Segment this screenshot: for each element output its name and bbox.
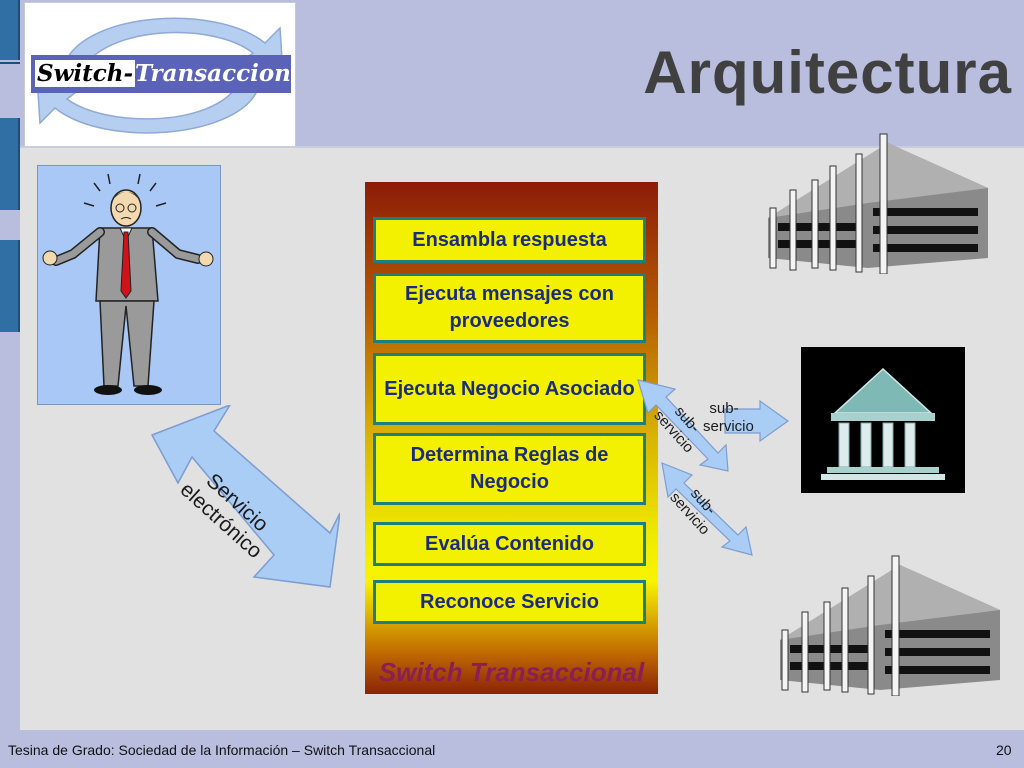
footer-text: Tesina de Grado: Sociedad de la Informac… [8, 742, 436, 758]
bank-icon [821, 367, 945, 480]
logo-text: Switch-Transaccional [31, 55, 295, 93]
logo: Switch-Transaccional [24, 2, 296, 148]
subservicio-arrows [637, 379, 790, 556]
office-building-icon-bottom [780, 555, 1000, 696]
logo-text-part2: Transaccional [135, 60, 295, 87]
logo-text-part1: Switch- [35, 60, 136, 87]
confused-person-icon [42, 173, 214, 395]
page-title: Arquitectura [643, 39, 1012, 106]
step-determina-reglas: Determina Reglas de Negocio [373, 433, 646, 505]
person-panel [37, 165, 221, 405]
office-building-icon [768, 133, 988, 274]
page-number: 20 [996, 742, 1012, 758]
subservicio-top-label: sub-servicio [703, 400, 754, 435]
step-evalua-contenido: Evalúa Contenido [373, 522, 646, 566]
switch-label: Switch Transaccional [378, 657, 645, 687]
step-ensambla-respuesta: Ensambla respuesta [373, 217, 646, 263]
step-reconoce-servicio: Reconoce Servicio [373, 580, 646, 624]
servicio-electronico-arrow [150, 405, 340, 588]
bank-panel [801, 347, 965, 493]
step-ejecuta-mensajes: Ejecuta mensajes con proveedores [373, 273, 646, 343]
step-ejecuta-negocio: Ejecuta Negocio Asociado [373, 353, 646, 425]
